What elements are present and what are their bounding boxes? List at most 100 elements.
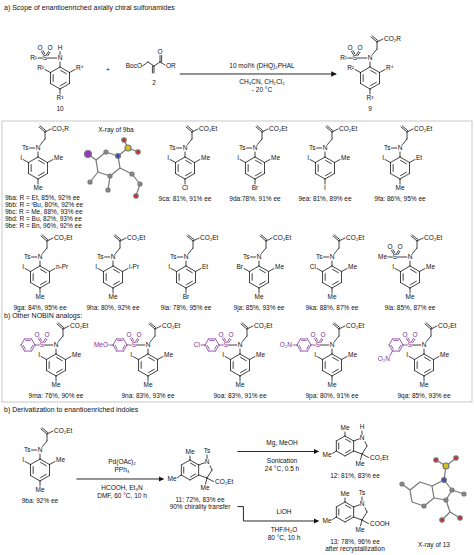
bond-line: [25, 269, 31, 272]
bond-line: [434, 357, 440, 360]
ring-bond: [322, 283, 332, 289]
double-bond-line: [393, 250, 395, 253]
ring-bond: [157, 360, 158, 371]
bond-line: [190, 456, 191, 460]
atom-label: Me: [440, 351, 449, 358]
double-bond-line: [161, 56, 162, 63]
bond-line: [206, 478, 208, 484]
bond-line: [113, 288, 114, 293]
atom-label: N: [330, 341, 335, 348]
bond-line: [178, 257, 183, 258]
bond-line: [311, 345, 316, 346]
ring-bond: [249, 283, 259, 289]
bond-line: [250, 357, 256, 360]
ring-bond: [301, 338, 308, 339]
bond-line: [32, 257, 37, 258]
condition-label: THF/H₂O: [271, 526, 298, 533]
bond-line: [177, 148, 182, 149]
ring-inner-bond: [345, 439, 350, 442]
bond-line: [193, 238, 199, 241]
double-bond-line: [327, 126, 333, 131]
double-bond-line: [45, 339, 47, 342]
atom-label: Ts: [316, 253, 323, 260]
ring-bond: [297, 339, 301, 345]
bond-line: [210, 466, 212, 470]
ring-bond: [50, 84, 60, 90]
bond-line: [60, 89, 61, 94]
compound-structure: OOR¹SNCO₂RR²R⁴R³9: [339, 34, 402, 113]
ring-bond: [190, 460, 199, 465]
ring-bond: [249, 360, 250, 371]
bond-line: [354, 439, 360, 441]
compound-structure: BocOOOR2: [125, 47, 177, 87]
atom-label: CO₂Et: [200, 234, 218, 241]
ring-bond: [30, 266, 40, 272]
atom-label: N: [111, 253, 116, 260]
atom-label: Ts: [169, 144, 176, 151]
bond-line: [255, 152, 256, 157]
atom-label: Me: [35, 486, 44, 493]
bond-line: [392, 148, 397, 149]
ring-inner-bond: [241, 357, 247, 360]
atom-label: N: [360, 500, 365, 507]
ring-bond: [124, 345, 128, 351]
atom-label: Me: [185, 448, 194, 455]
atom-label: Me: [340, 424, 349, 431]
bond-line: [310, 160, 316, 163]
bond-line: [377, 42, 378, 49]
section-heading: a) Scope of enantioenriched axially chir…: [4, 4, 175, 12]
bond-line: [420, 269, 426, 272]
bond-line: [48, 58, 57, 59]
atom-label: S: [408, 341, 412, 348]
bond-line: [41, 139, 46, 145]
bond-line: [333, 517, 337, 520]
bond-line: [332, 349, 333, 354]
atom-label: N: [398, 144, 403, 151]
ring-bond: [113, 345, 117, 351]
ring-bond: [390, 174, 400, 180]
atom-label: R⁴: [76, 64, 84, 71]
atom-label: N: [360, 434, 365, 441]
ring-inner-bond: [363, 75, 364, 82]
atom-label: O: [320, 331, 325, 338]
bond-line: [219, 345, 224, 346]
atom-label: CO₂R: [384, 35, 401, 42]
atom-label: CO₂Et: [346, 322, 364, 329]
bond-line: [345, 498, 346, 502]
ring-bond: [209, 338, 216, 339]
ring-bond: [113, 339, 117, 345]
double-bond-line: [408, 338, 410, 341]
ring-inner-bond: [417, 362, 418, 369]
bond-line: [339, 238, 345, 241]
ring-inner-bond: [53, 75, 54, 82]
ring-inner-bond: [233, 362, 234, 369]
ring-inner-bond: [401, 160, 407, 163]
bond-line: [335, 336, 340, 342]
ring-inner-bond: [190, 474, 195, 477]
atom-label: Ts: [24, 253, 31, 260]
compound-label: 9ga: 84%, 95% ee: [13, 304, 66, 311]
bond-line: [41, 357, 47, 360]
atom-label: BocO: [126, 62, 142, 69]
ring-inner-bond: [210, 340, 214, 341]
ring-bond: [28, 174, 38, 180]
atom-label: Ts: [97, 253, 104, 260]
ring-inner-bond: [307, 345, 309, 349]
ring-bond: [370, 84, 380, 90]
ring-inner-bond: [187, 281, 193, 284]
bond-line: [370, 89, 371, 94]
ring-inner-bond: [256, 160, 262, 163]
condition-label: HCOOH, Et₃N: [101, 484, 142, 491]
atom-label: Et: [202, 263, 208, 270]
atom-label: Me: [348, 263, 357, 270]
bond-line: [258, 139, 263, 145]
bond-line: [317, 148, 322, 149]
ring-inner-bond: [325, 362, 326, 369]
ring-bond: [113, 283, 123, 289]
bond-line: [410, 261, 411, 266]
atom-label: I: [222, 351, 224, 358]
ring-bond: [38, 174, 48, 180]
atom-label: Me: [395, 184, 404, 191]
ring-bond: [21, 339, 25, 345]
ring-inner-bond: [207, 345, 209, 349]
